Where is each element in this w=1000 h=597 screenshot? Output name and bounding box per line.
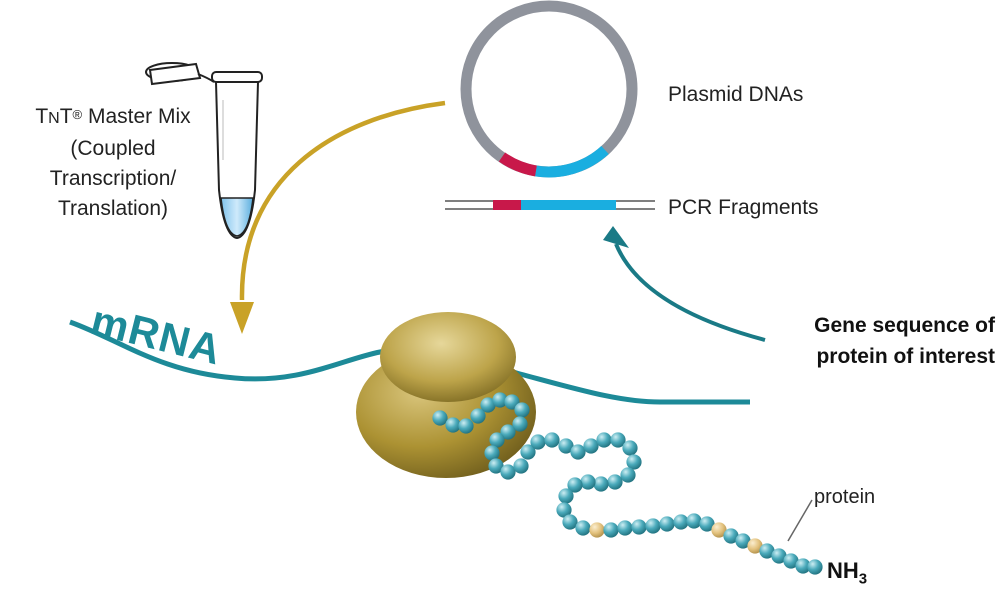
gene-sequence-label: Gene sequence of protein of interest xyxy=(814,314,995,368)
amino-acid-bead xyxy=(596,432,612,448)
amino-acid-bead-highlight xyxy=(711,522,727,538)
amino-acid-bead xyxy=(530,434,546,450)
amino-acid-bead xyxy=(771,548,787,564)
amino-acid-bead xyxy=(735,533,751,549)
protein-chain xyxy=(432,392,823,575)
amino-acid-bead xyxy=(795,558,811,574)
amino-acid-bead xyxy=(562,514,578,530)
amino-acid-bead xyxy=(603,522,619,538)
protein-label: protein xyxy=(814,486,876,508)
amino-acid-bead xyxy=(432,410,448,426)
amino-acid-bead xyxy=(558,438,574,454)
tube-icon xyxy=(145,62,263,240)
amino-acid-bead xyxy=(513,458,529,474)
amino-acid-bead xyxy=(556,502,572,518)
nh3-label: NH3 xyxy=(827,558,868,588)
amino-acid-bead xyxy=(620,467,636,483)
amino-acid-bead xyxy=(488,458,504,474)
plasmid-label: Plasmid DNAs xyxy=(668,83,804,106)
amino-acid-bead xyxy=(544,432,560,448)
amino-acid-bead xyxy=(575,520,591,536)
amino-acid-bead xyxy=(514,402,530,418)
amino-acid-bead xyxy=(583,438,599,454)
protein-pointer-line xyxy=(787,499,813,542)
amino-acid-bead xyxy=(500,424,516,440)
amino-acid-bead xyxy=(699,516,715,532)
pcr-label: PCR Fragments xyxy=(668,196,819,219)
amino-acid-bead xyxy=(686,513,702,529)
amino-acid-bead xyxy=(458,418,474,434)
amino-acid-bead xyxy=(723,528,739,544)
gold-arrow xyxy=(230,100,446,334)
amino-acid-bead xyxy=(626,454,642,470)
amino-acid-bead xyxy=(807,559,823,575)
amino-acid-bead-highlight xyxy=(589,522,605,538)
pcr-fragment-icon xyxy=(445,200,655,210)
amino-acid-bead xyxy=(500,464,516,480)
amino-acid-bead xyxy=(659,516,675,532)
amino-acid-bead xyxy=(520,444,536,460)
teal-arrow xyxy=(603,226,766,342)
amino-acid-bead xyxy=(622,440,638,456)
amino-acid-bead xyxy=(484,445,500,461)
amino-acid-bead xyxy=(480,397,496,413)
amino-acid-bead xyxy=(645,518,661,534)
amino-acid-bead xyxy=(759,543,775,559)
amino-acid-bead xyxy=(489,432,505,448)
amino-acid-bead xyxy=(558,488,574,504)
amino-acid-bead xyxy=(617,520,633,536)
amino-acid-bead xyxy=(631,519,647,535)
amino-acid-bead xyxy=(607,474,623,490)
amino-acid-bead xyxy=(445,417,461,433)
amino-acid-bead xyxy=(673,514,689,530)
tnt-master-mix-label: TNT® Master Mix (Coupled Transcription/ … xyxy=(35,105,191,220)
amino-acid-bead xyxy=(567,477,583,493)
amino-acid-bead xyxy=(470,408,486,424)
amino-acid-bead xyxy=(580,474,596,490)
amino-acid-bead-highlight xyxy=(747,538,763,554)
amino-acid-bead xyxy=(610,432,626,448)
plasmid-icon xyxy=(460,0,638,178)
amino-acid-bead xyxy=(593,476,609,492)
ribosome-icon xyxy=(356,312,536,478)
amino-acid-bead xyxy=(570,444,586,460)
amino-acid-bead xyxy=(512,416,528,432)
amino-acid-bead xyxy=(783,553,799,569)
amino-acid-bead xyxy=(492,392,508,408)
